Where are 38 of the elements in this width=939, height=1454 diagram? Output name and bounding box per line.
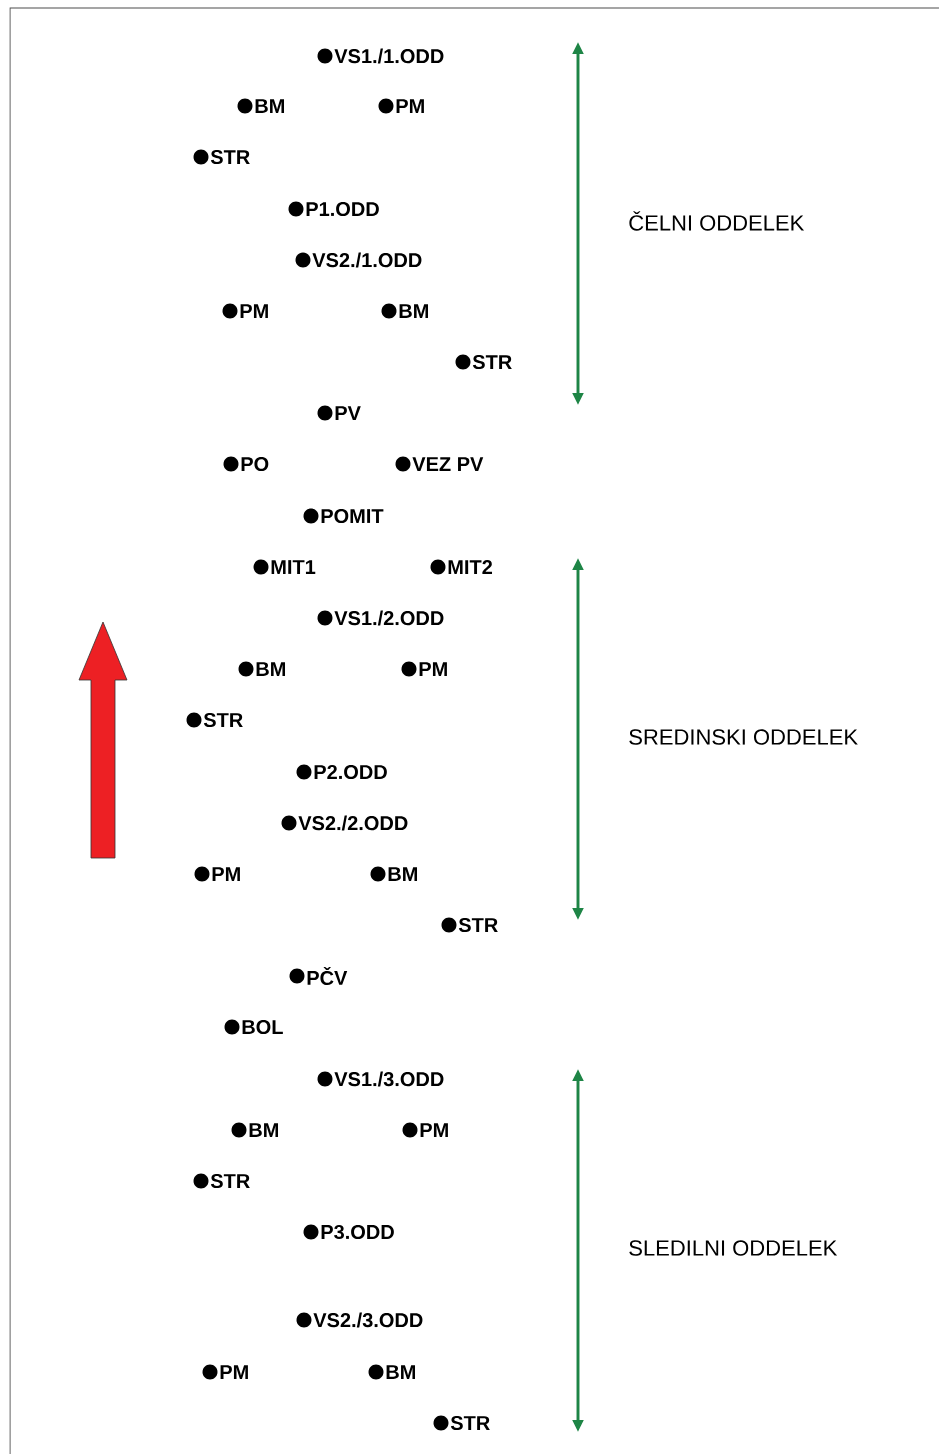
position-label: VS1./2.ODD [334,610,444,626]
position-label: PM [220,1365,248,1379]
section-label: SLEDILNI ODDELEK [629,1240,838,1256]
position-label: BOL [242,1019,283,1035]
position-label: STR [472,354,512,370]
position-label: VS2./3.ODD [313,1312,423,1328]
position-label: VS2./2.ODD [298,815,408,831]
position-label: STR [210,1173,250,1189]
section-label: ČELNI ODDELEK [629,211,805,231]
position-label: BM [388,867,417,881]
position-label: PM [396,99,424,113]
position-label: POMIT [321,508,384,524]
position-label: VS1./3.ODD [334,1071,444,1087]
position-label: MIT2 [448,560,492,574]
position-label: BM [255,99,284,113]
position-label: PM [419,662,447,676]
position-label: PM [420,1123,448,1137]
position-label: P1.ODD [306,201,379,217]
position-label: PM [212,867,240,881]
position-label: P2.ODD [314,764,387,780]
position-label: VS1./1.ODD [334,48,444,64]
position-label: PČV [307,966,348,986]
position-label: P3.ODD [321,1224,394,1240]
position-label: STR [203,712,243,728]
section-label: SREDINSKI ODDELEK [629,729,858,745]
position-label: BM [256,662,285,676]
position-label: PM [240,304,268,318]
position-label: BM [386,1365,415,1379]
position-label: MIT1 [271,560,316,574]
position-label: STR [450,1415,490,1431]
position-label: PO [241,456,269,472]
position-label: VEZ PV [412,457,484,471]
position-label: PV [335,406,361,420]
position-label: BM [399,304,428,318]
position-label: STR [210,149,250,165]
position-label: STR [458,917,498,933]
position-label: BM [249,1123,278,1137]
position-label: VS2./1.ODD [312,252,422,268]
